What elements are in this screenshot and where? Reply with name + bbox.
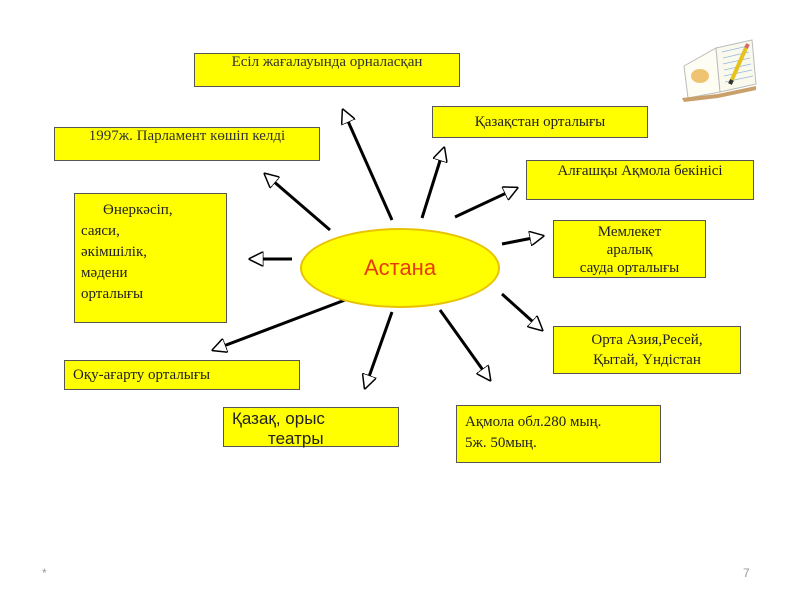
box-parliament: 1997ж. Парламент көшіп келді [54,127,320,161]
box-trade-line: Мемлекет [554,223,705,241]
box-trade-line: аралық [554,241,705,259]
page-number: 7 [743,566,750,580]
center-label: Астана [364,255,436,281]
box-theaters-line: Қазақ, орыс [232,409,390,429]
arrow-to-asia [502,294,542,330]
box-kazakhstan-center-text: Қазақстан орталығы [475,114,606,130]
box-akmola-fort: Алғашқы Ақмола бекінісі [526,160,754,200]
box-education: Оқу-ағарту орталығы [64,360,300,390]
box-parliament-text: 1997ж. Парламент көшіп келді [89,128,285,144]
footer-star: * [42,566,47,580]
box-education-text: Оқу-ағарту орталығы [73,367,210,383]
box-theaters-line: театры [232,429,390,449]
arrow-to-esil [343,110,392,220]
arrow-to-trade [502,236,543,244]
box-industry-line: әкімшілік, [81,242,220,263]
center-ellipse-astana: Астана [300,228,500,308]
box-esil-text: Есіл жағалауында орналасқан [232,54,423,70]
arrow-to-akmola-fort [455,188,517,217]
box-asia: Орта Азия,Ресей, Қытай, Үндістан [553,326,741,374]
box-esil: Есіл жағалауында орналасқан [194,53,460,87]
box-industry-line: саяси, [81,221,220,242]
box-trade: Мемлекет аралық сауда орталығы [553,220,706,278]
arrow-to-theaters [365,312,392,388]
box-trade-line: сауда орталығы [554,259,705,277]
box-industry-line: орталығы [81,284,220,305]
box-theaters: Қазақ, орыс театры [223,407,399,447]
arrow-to-parliament [265,174,330,230]
arrow-to-population [440,310,490,380]
box-population-line: Ақмола обл.280 мың. [465,412,652,433]
box-akmola-fort-text: Алғашқы Ақмола бекінісі [557,163,722,179]
box-population: Ақмола обл.280 мың. 5ж. 50мың. [456,405,661,463]
box-industry: Өнеркәсіп, саяси, әкімшілік, мәдени орта… [74,193,227,323]
box-industry-line: мәдени [81,263,220,284]
box-population-line: 5ж. 50мың. [465,433,652,454]
box-industry-line: Өнеркәсіп, [81,200,220,221]
open-book-with-pencil-icon [678,36,760,102]
box-asia-line: Орта Азия,Ресей, [554,330,740,350]
box-asia-line: Қытай, Үндістан [554,350,740,370]
arrow-to-education [213,300,345,350]
arrow-to-kazakhstan-center [422,148,444,218]
box-kazakhstan-center: Қазақстан орталығы [432,106,648,138]
